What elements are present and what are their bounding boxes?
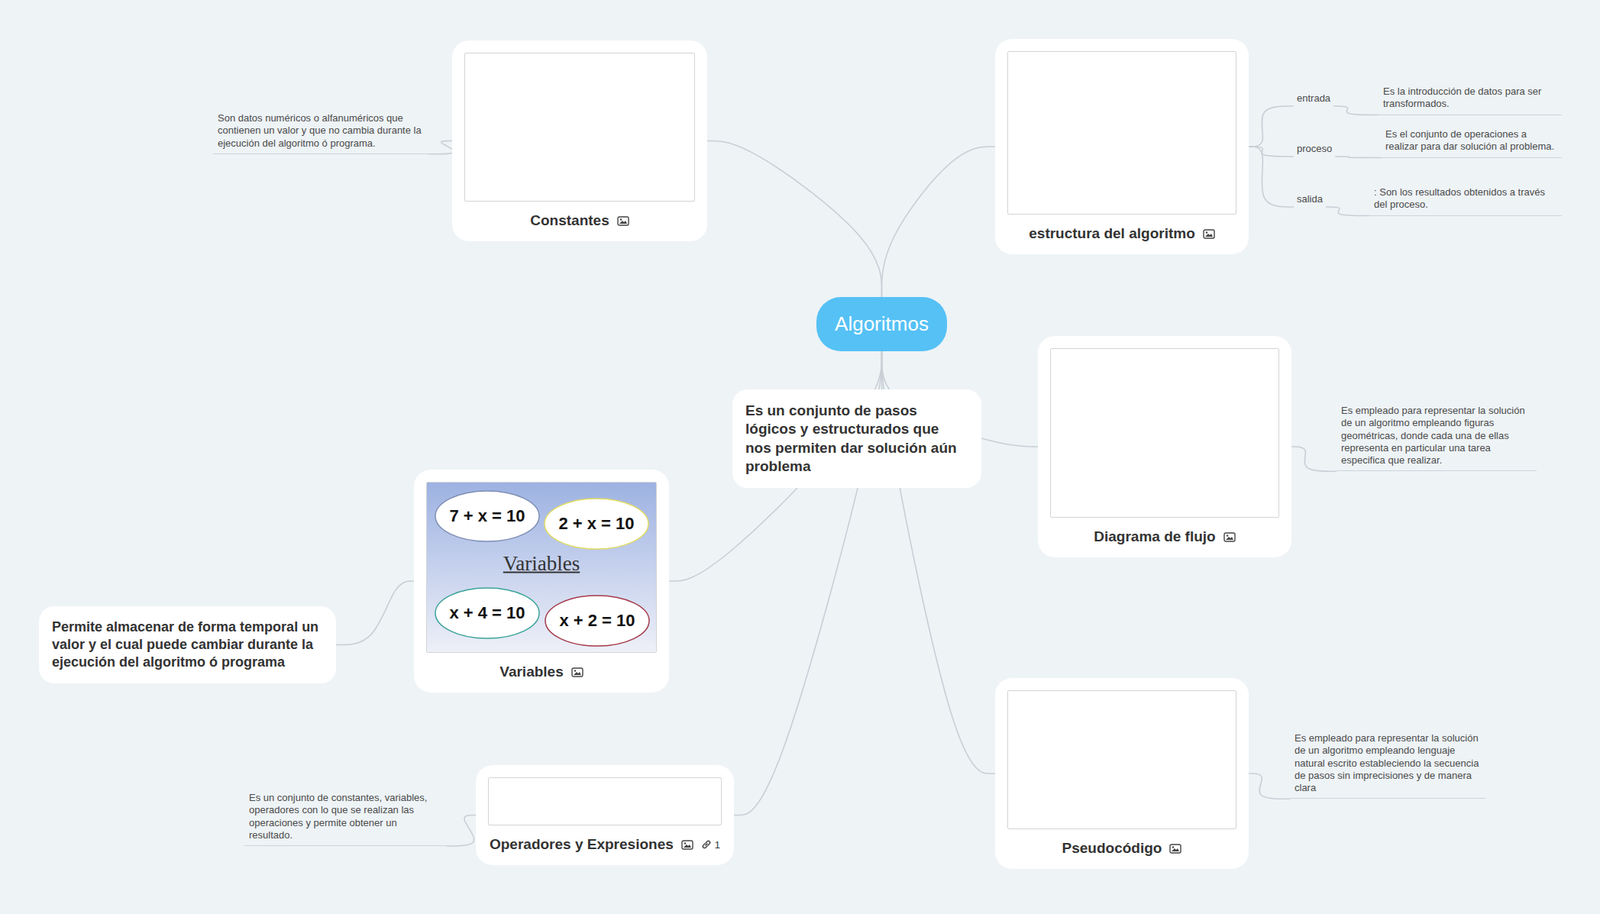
topic-card: Pseudocódigo	[995, 678, 1249, 870]
branch-connector	[428, 141, 455, 155]
topic-title: Diagrama de flujo	[1093, 528, 1216, 546]
title-row: Constantes	[464, 212, 695, 234]
branch-label: proceso	[1293, 142, 1335, 157]
topic-text: : Son los resultados obtenidos a través …	[1373, 186, 1558, 212]
note-text: Es empleado para representar la solución…	[1289, 732, 1486, 799]
image-frame: 7 + x = 10 2 + x = 10 x + 4 = 10 x + 2 = 10…	[426, 481, 657, 653]
topic-box: Es un conjunto de pasos lógicos y estruc…	[732, 389, 982, 489]
note-text: Son datos numéricos o alfanuméricos que …	[213, 112, 429, 155]
note-text: Es empleado para representar la solución…	[1336, 404, 1537, 472]
topic-text: Es un conjunto de pasos lógicos y estruc…	[745, 401, 969, 476]
link-icon	[701, 839, 712, 851]
branch-connector	[446, 815, 476, 847]
branch-connector	[1248, 146, 1294, 157]
equation-text: x + 4 = 10	[449, 603, 525, 624]
branch-connector	[1248, 106, 1294, 147]
topic-title: Constantes	[530, 212, 609, 230]
equation-text: 7 + x = 10	[449, 506, 525, 527]
title-row: Pseudocódigo	[1007, 840, 1237, 862]
note-text: Es un conjunto de constantes, variables,…	[244, 791, 447, 847]
image-frame	[1007, 51, 1237, 215]
central-topic: Algoritmos	[816, 297, 948, 352]
image-icon	[1202, 229, 1216, 240]
note-text: Es el conjunto de operaciones a realizar…	[1380, 128, 1562, 159]
equation-text: x + 2 = 10	[559, 610, 635, 631]
equation-ellipse	[545, 595, 650, 647]
equation-text: 2 + x = 10	[558, 513, 634, 534]
topic-text: Es empleado para representar la solución…	[1294, 732, 1481, 795]
topic-text: Es un conjunto de constantes, variables,…	[248, 791, 443, 842]
topic-card: Constantes	[452, 40, 708, 242]
topic-card: Diagrama de flujo	[1037, 336, 1292, 558]
topic-title: Operadores y Expresiones	[489, 836, 674, 854]
topic-card: estructura del algoritmo	[995, 38, 1249, 255]
image-icon	[617, 216, 630, 227]
topic-title: Algoritmos	[830, 312, 934, 337]
title-row: Diagrama de flujo	[1050, 528, 1280, 550]
title-row: estructura del algoritmo	[1007, 225, 1237, 247]
image-icon	[571, 667, 584, 678]
topic-text: entrada	[1296, 92, 1331, 104]
branch-connector	[1248, 146, 1294, 207]
topic-text: Son datos numéricos o alfanuméricos que …	[217, 112, 424, 150]
image-frame	[488, 777, 722, 826]
topic-box: Permite almacenar de forma temporal un v…	[38, 606, 337, 684]
image-frame	[1007, 690, 1237, 830]
topic-text: Permite almacenar de forma temporal un v…	[51, 618, 324, 672]
branch-connector	[1334, 156, 1381, 159]
equation-ellipse	[435, 588, 540, 639]
image-frame	[464, 52, 695, 202]
topic-text: Es el conjunto de operaciones a realizar…	[1385, 128, 1558, 154]
branch-connector	[707, 141, 883, 298]
branch-connector	[336, 581, 414, 646]
topic-text: salida	[1296, 193, 1323, 205]
topic-card: 7 + x = 10 2 + x = 10 x + 4 = 10 x + 2 = 10…	[413, 469, 670, 693]
equation-ellipse	[435, 491, 540, 542]
title-row: Operadores y Expresiones 1	[488, 836, 722, 858]
branch-label: entrada	[1293, 92, 1334, 107]
topic-text: proceso	[1296, 142, 1332, 155]
image-icon	[1223, 532, 1236, 543]
image-icon	[681, 840, 694, 851]
branch-connector	[1333, 106, 1379, 116]
topic-card: Operadores y Expresiones 1	[475, 765, 734, 866]
branch-connector	[1325, 206, 1370, 217]
topic-text: Es la introducción de datos para ser tra…	[1383, 85, 1558, 111]
branch-label: salida	[1293, 193, 1326, 207]
topic-title: Pseudocódigo	[1062, 840, 1163, 857]
topic-title: Variables	[499, 663, 563, 681]
note-text: Es la introducción de datos para ser tra…	[1378, 85, 1562, 116]
image-icon	[1169, 843, 1182, 854]
picture-title: Variables	[503, 552, 580, 576]
image-frame	[1050, 348, 1280, 518]
equation-ellipse	[544, 498, 649, 550]
branch-connector	[1291, 446, 1337, 472]
branch-connector	[882, 146, 996, 298]
note-text: : Son los resultados obtenidos a través …	[1369, 186, 1562, 217]
branch-connector	[1248, 773, 1290, 799]
topic-text: Es empleado para representar la solución…	[1341, 404, 1533, 467]
topic-title: estructura del algoritmo	[1028, 225, 1196, 243]
title-row: Variables	[426, 663, 657, 686]
link-count: 1	[714, 839, 721, 851]
